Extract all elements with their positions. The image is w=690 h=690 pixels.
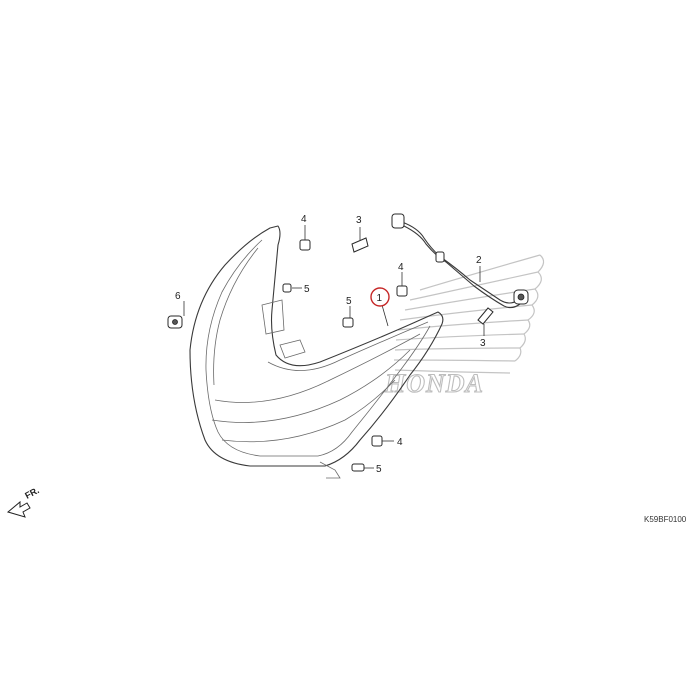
- headlight-lens-upper: [267, 321, 429, 371]
- socket-connector-left: [391, 213, 405, 229]
- socket-center: [517, 293, 525, 301]
- front-label: FR.: [23, 485, 40, 501]
- headlight-left-ridge: [213, 247, 259, 386]
- bolt-top-center: [396, 285, 408, 297]
- wire-harness-cable-2: [403, 225, 521, 309]
- callout-clip-upper-left: 3: [356, 215, 362, 226]
- headlight-center-bracket: [279, 339, 306, 359]
- callout-wire-harness: 2: [476, 255, 482, 266]
- headlight-assembly: [189, 225, 444, 479]
- headlight-lens-line-2: [211, 349, 411, 423]
- diagram-code: K59BF0100: [644, 515, 687, 524]
- callout-headlight: 1: [377, 293, 383, 304]
- headlight-inner-rim: [205, 239, 431, 457]
- callout-bolt-top-left: 4: [301, 214, 307, 225]
- callout-screw-left: 5: [304, 284, 310, 295]
- headlight-bottom-lug: [319, 461, 341, 479]
- honda-wing-logo: [393, 254, 545, 374]
- wire-harness: [391, 213, 529, 309]
- clip-upper-left: [351, 237, 369, 253]
- callout-screw-bottom: 5: [376, 464, 382, 475]
- wire-harness-cable: [401, 221, 519, 304]
- callout-bolt-bottom: 4: [397, 437, 403, 448]
- callout-screw-center: 5: [346, 296, 352, 307]
- headlight-lens-line-3: [221, 379, 396, 443]
- clip-right: [477, 307, 494, 325]
- callouts: 1 2 3 3 4 4 4 5 5 5 6: [175, 214, 486, 475]
- bolt-side-left-head: [172, 319, 178, 325]
- callout-clip-right: 3: [480, 338, 486, 349]
- honda-watermark-text: HONDA: [384, 369, 484, 398]
- callout-bolt-side-left: 6: [175, 291, 181, 302]
- headlight-lens-line-1: [214, 333, 421, 403]
- headlight-mount-tab: [261, 299, 285, 335]
- highlight-circle: [370, 287, 390, 307]
- headlight-outer-shell: [189, 225, 444, 467]
- screw-center: [342, 317, 354, 328]
- front-arrow-icon: [6, 500, 31, 518]
- harness-clamp: [435, 251, 445, 263]
- bolt-top-left: [299, 239, 311, 251]
- leader-lines: [183, 225, 485, 469]
- front-direction-indicator: FR.: [6, 485, 41, 518]
- screw-left: [282, 283, 292, 293]
- screw-bottom: [351, 463, 365, 472]
- bolt-bottom: [371, 435, 383, 447]
- callout-bolt-top-center: 4: [398, 262, 404, 273]
- hardware: [167, 237, 494, 472]
